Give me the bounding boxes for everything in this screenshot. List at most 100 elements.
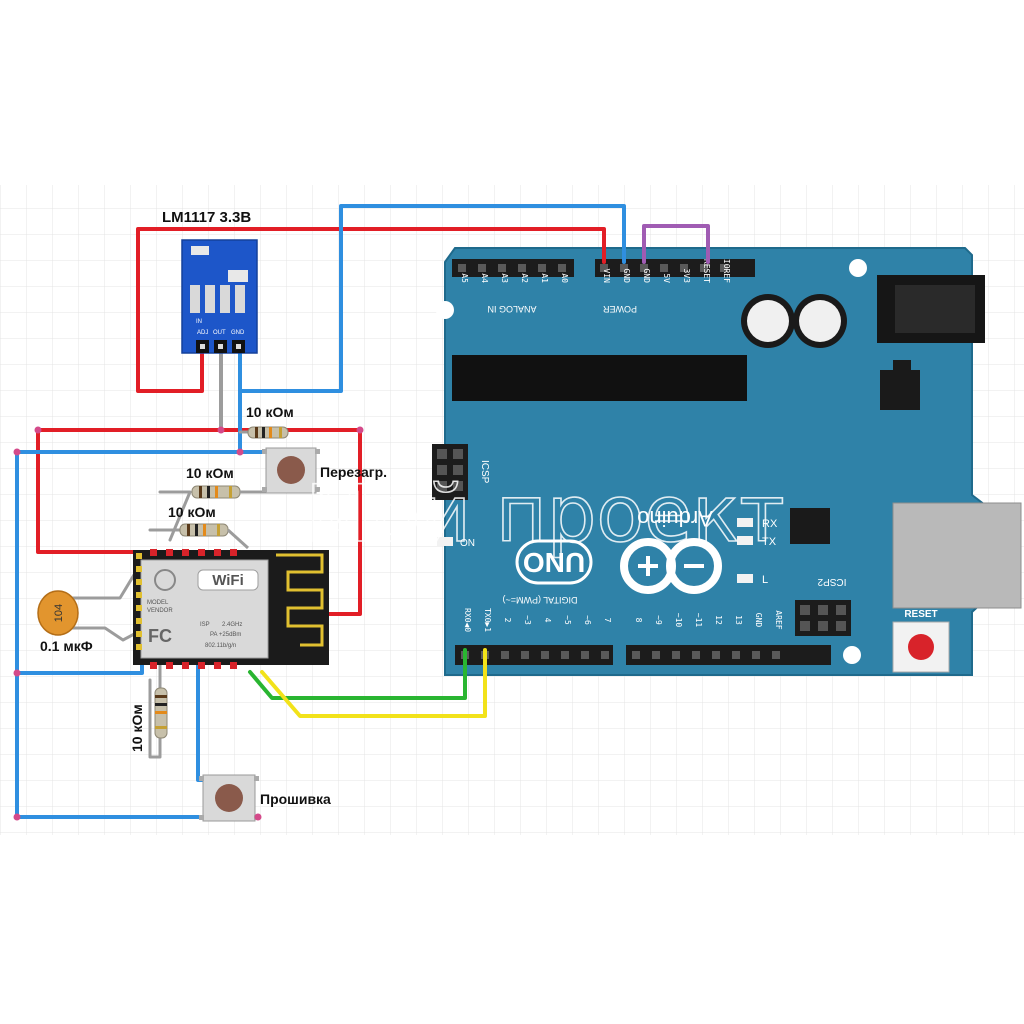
reg-pin-adj: ADJ: [197, 330, 208, 336]
rx-label: RX: [762, 518, 778, 530]
mounting-hole: [849, 259, 867, 277]
resistor-low-label: 10 кОм: [168, 504, 216, 520]
wire-reset-jumper: [642, 224, 710, 264]
lm1117-module: [181, 239, 258, 354]
power-pin-label: RESET: [702, 259, 711, 283]
mounting-hole: [843, 646, 861, 664]
digital-pin-label: ~6: [583, 615, 592, 625]
capacitor-label: 0.1 мкФ: [40, 638, 93, 654]
icsp-label: ICSP: [479, 460, 490, 484]
analog-pin-label: A4: [480, 273, 489, 283]
digital-pin: [561, 651, 569, 659]
digital-pin-label: ~9: [654, 615, 663, 625]
digital-pin-label: ~10: [674, 613, 683, 628]
digital-pin: [521, 651, 529, 659]
analog-pin: [538, 264, 546, 272]
resistor-vertical: [154, 687, 168, 739]
l-label: L: [762, 574, 768, 586]
esp-model-text: MODEL: [147, 600, 169, 606]
power-pin: [700, 264, 708, 272]
digital-pin-label: 7: [603, 618, 612, 623]
resistor-vertical-label: 10 кОм: [129, 704, 145, 752]
esp-power-text: PA +25dBm: [210, 632, 241, 638]
analog-pin-label: A0: [560, 273, 569, 283]
digital-label: DIGITAL (PWM=~): [502, 595, 577, 605]
digital-pin: [692, 651, 700, 659]
power-pin: [640, 264, 648, 272]
analog-pin-label: A2: [520, 273, 529, 283]
power-pin: [720, 264, 728, 272]
resistor-low: [179, 523, 250, 550]
digital-pin-label: AREF: [774, 610, 783, 629]
power-pin: [660, 264, 668, 272]
digital-pin-label: 8: [634, 618, 643, 623]
wire-3v3-red: [36, 428, 223, 554]
esp-rate-text: 802.11b/g/n: [205, 643, 236, 649]
reset-push-button[interactable]: [262, 447, 320, 494]
mounting-hole: [436, 301, 454, 319]
digital-header: [455, 645, 831, 665]
digital-pin: [672, 651, 680, 659]
on-label: ON: [460, 538, 475, 549]
flash-push-button[interactable]: [199, 774, 259, 822]
ceramic-capacitor: [37, 590, 79, 636]
power-pin-label: 3V3: [682, 269, 691, 284]
wire-r2-lead: [158, 490, 192, 542]
analog-pin: [558, 264, 566, 272]
digital-pin: [652, 651, 660, 659]
digital-pin-label: RX0◀0: [463, 608, 472, 632]
digital-pin: [581, 651, 589, 659]
power-pin-label: GND: [642, 269, 651, 284]
analog-pin: [498, 264, 506, 272]
reg-pin-in: IN: [196, 319, 202, 325]
arduino-logo: [515, 538, 722, 594]
esp-freq-text: 2.4GHz: [222, 622, 242, 628]
resistor-top-label: 10 кОм: [246, 404, 294, 420]
analog-pin-label: A1: [540, 273, 549, 283]
wire-vin-red: [136, 227, 606, 393]
analog-pin: [458, 264, 466, 272]
power-pin-label: IOREF: [722, 259, 731, 283]
analog-header: [452, 259, 574, 277]
digital-pin-label: GND: [754, 613, 763, 628]
esp-vendor-text: VENDOR: [147, 608, 173, 614]
led-on: [437, 537, 453, 546]
flash-button-label: Прошивка: [260, 791, 331, 807]
wire-tx-yellow: [260, 648, 487, 718]
board-brand-text: Arduino: [637, 506, 713, 531]
reg-pin-out: OUT: [213, 330, 226, 336]
analog-pin: [478, 264, 486, 272]
digital-pin-label: 13: [734, 615, 743, 625]
capacitor-code: 104: [53, 604, 65, 622]
analog-pin-label: A5: [460, 273, 469, 283]
analog-in-label: ANALOG IN: [487, 304, 536, 314]
icsp-header: [432, 444, 468, 500]
digital-pin-label: ~3: [523, 615, 532, 625]
led-tx: [737, 536, 753, 545]
digital-pin: [541, 651, 549, 659]
power-pin-label: VIN: [602, 269, 611, 284]
digital-pin: [712, 651, 720, 659]
reset-button-label: Перезагр.: [320, 464, 387, 480]
onboard-regulator: [880, 370, 920, 410]
board-reset-button[interactable]: [892, 621, 950, 673]
power-label: POWER: [603, 304, 638, 314]
digital-pin-label: ~5: [563, 615, 572, 625]
power-pin: [680, 264, 688, 272]
power-pin: [620, 264, 628, 272]
digital-pin: [772, 651, 780, 659]
usb-connector: [892, 502, 1022, 609]
esp-fcc-text: FC: [148, 626, 172, 646]
digital-pin-label: 12: [714, 615, 723, 625]
digital-pin-label: 4: [543, 618, 552, 623]
digital-pin: [752, 651, 760, 659]
regulator-label: LM1117 3.3В: [162, 209, 251, 226]
power-header: [595, 259, 755, 277]
watermark-text: Мой проект: [305, 470, 784, 560]
esp-wifi-logo: WiFi: [212, 572, 244, 589]
digital-pin-label: ~11: [694, 613, 703, 628]
wire-rx-green: [248, 648, 467, 700]
wire-cap-bottom: [70, 626, 140, 642]
